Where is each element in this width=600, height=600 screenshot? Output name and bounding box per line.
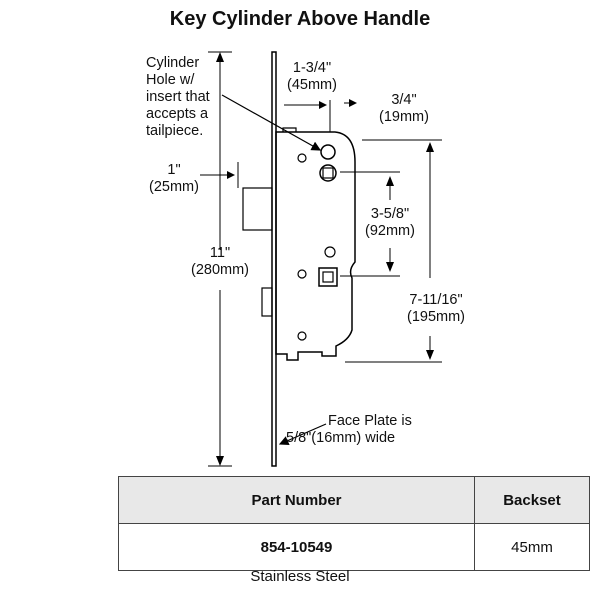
lock-body bbox=[275, 131, 356, 361]
cylinder-hole-label: Cylinder Hole w/ insert that accepts a t… bbox=[146, 55, 210, 139]
cylinder-hole bbox=[320, 144, 336, 160]
diagram-title: Key Cylinder Above Handle bbox=[169, 8, 431, 30]
table-header-row: Part Number Backset bbox=[118, 476, 590, 524]
face-plate-label: Face Plate is 5/8"(16mm) wide bbox=[286, 413, 412, 446]
dim-edge-offset: 3/4" (19mm) bbox=[379, 92, 429, 125]
header-part-number: Part Number bbox=[118, 476, 475, 524]
lock-diagram bbox=[200, 51, 442, 467]
handle-spindle bbox=[318, 267, 338, 287]
header-backset: Backset bbox=[474, 476, 590, 524]
dim-overall-height: 11" (280mm) bbox=[190, 245, 249, 278]
latch-tab bbox=[261, 287, 273, 317]
part-number-cell: 854-10549 bbox=[118, 523, 475, 571]
dim-backset: 1-3/4" (45mm) bbox=[287, 60, 337, 93]
spec-table: Part Number Backset 854-10549 45mm bbox=[118, 476, 590, 571]
dim-body-height: 7-11/16" (195mm) bbox=[406, 292, 465, 325]
dim-center-to-center: 3-5/8" (92mm) bbox=[365, 206, 415, 239]
deadbolt-block bbox=[242, 187, 273, 231]
material-label: Stainless Steel bbox=[250, 568, 350, 585]
dim-deadbolt-height: 1" (25mm) bbox=[149, 162, 199, 195]
table-row: 854-10549 45mm bbox=[118, 523, 590, 571]
backset-cell: 45mm bbox=[474, 523, 590, 571]
